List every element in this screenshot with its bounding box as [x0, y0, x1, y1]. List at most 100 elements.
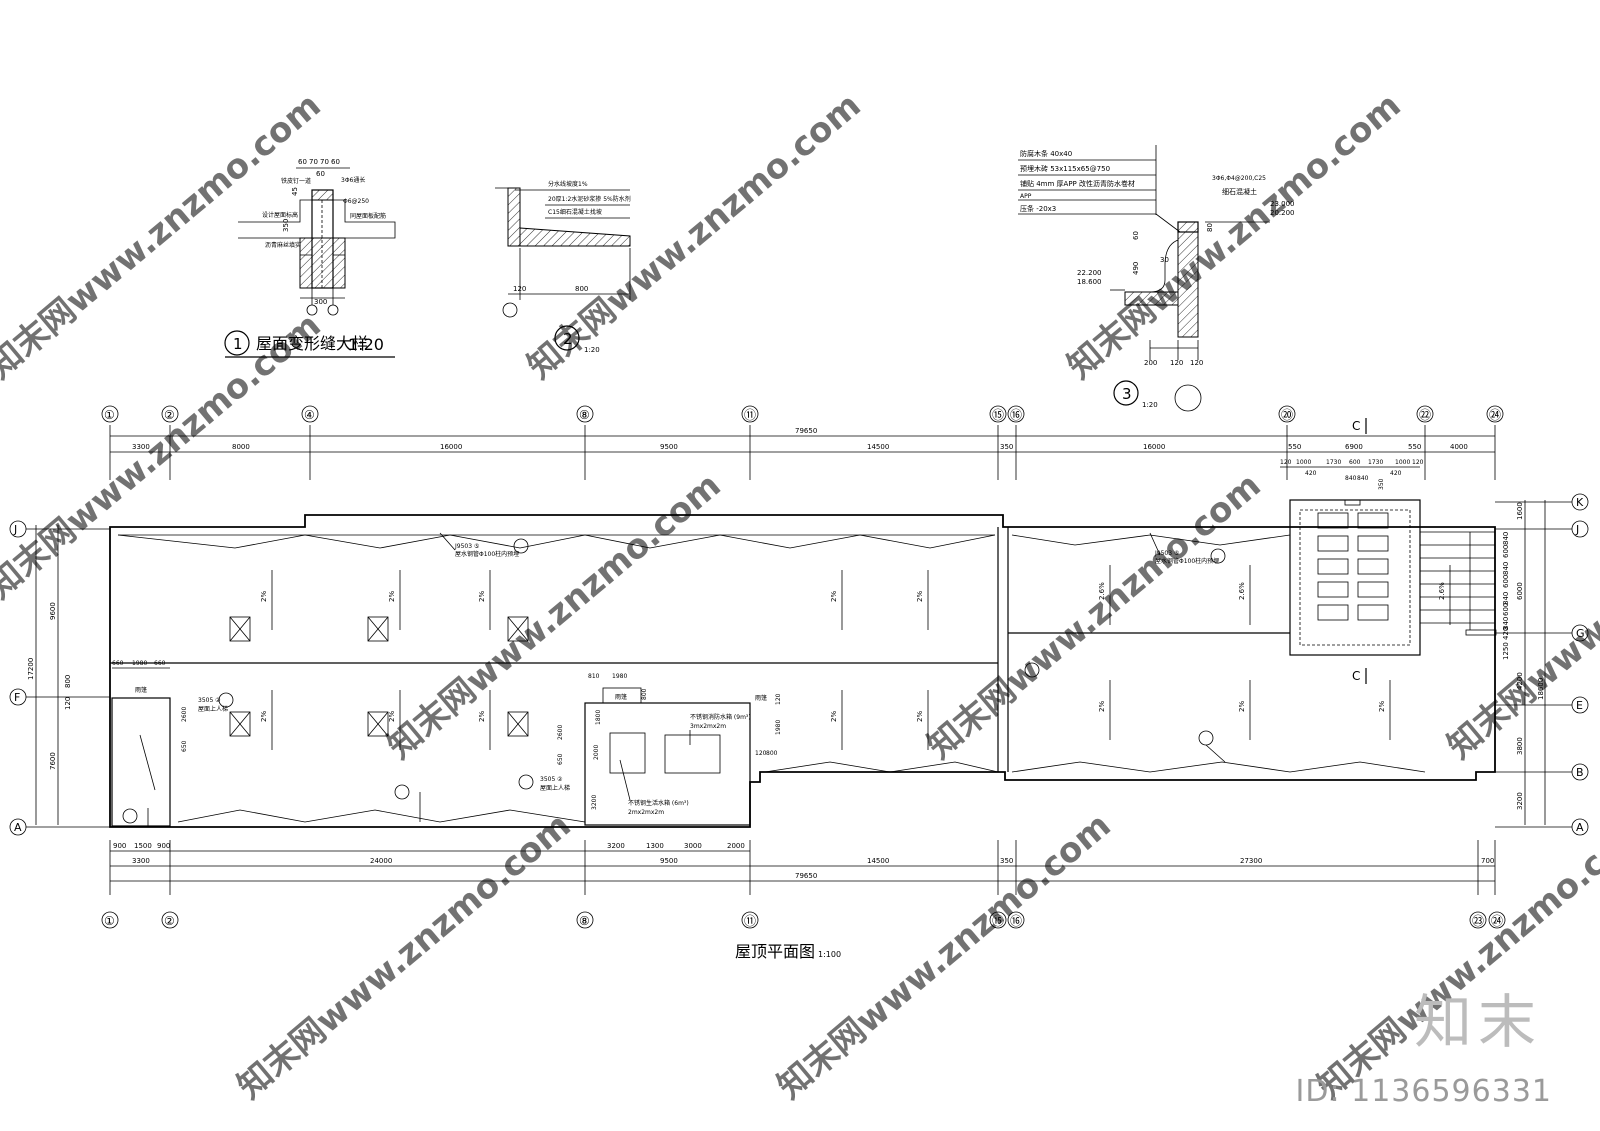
lr-dim-1: 660: [112, 660, 124, 667]
grid-top-8: ⑧: [579, 408, 590, 422]
d2-note-1: 分水线坡度1%: [548, 180, 588, 188]
dim-top-9: 6900: [1345, 443, 1363, 451]
dim-right-12: 4200: [1516, 672, 1524, 690]
lr-room-label: 雨篷: [135, 686, 147, 694]
detail-3: 防腐木条 40x40 预埋木砖 53x115x65@750 铺贴 4mm 厚AP…: [1018, 145, 1295, 412]
dim-ts2-4: 420: [1390, 470, 1402, 477]
grid-top-20: ⑳: [1281, 408, 1293, 422]
dim-left-4: 120: [64, 697, 72, 710]
fire-tank-label: 不锈钢消防水箱 (9m³): [690, 713, 751, 721]
dim-bs-7: 2000: [727, 842, 745, 850]
callout-j9503-left: J9503 ⑤: [454, 543, 479, 550]
tk-dim-1: 810: [588, 673, 600, 680]
dim-bs-2: 1500: [134, 842, 152, 850]
tk-room-label-2: 雨篷: [755, 694, 767, 702]
d1-note-3: Φ6@250: [343, 198, 369, 205]
brand-logo-text: 知末: [1413, 988, 1542, 1056]
dim-ts2-3: 840: [1357, 475, 1369, 482]
grid-top-2: ②: [164, 408, 175, 422]
grid-left-A: A: [14, 821, 22, 834]
dim-bottom-4: 14500: [867, 857, 889, 865]
dim-top-8: 550: [1288, 443, 1301, 451]
grid-right-A: A: [1576, 821, 1584, 834]
dim-right-10: 6000: [1516, 582, 1524, 600]
d3-level-1: 23.000: [1270, 200, 1295, 208]
d3-dim-d: 80: [1206, 223, 1214, 232]
stair-shaft-right: [1289, 499, 1421, 656]
slope-3: 2%: [478, 591, 486, 602]
watermark-4: 知末网www.znzmo.com: [0, 305, 329, 607]
d2-note-2: 20厚1:2水泥砂浆掺 5%防水剂: [548, 195, 631, 203]
slope-12: 2%: [830, 711, 838, 722]
parapet-section-2: [507, 187, 521, 247]
dim-bottom-2: 24000: [370, 857, 392, 865]
d1-dim-d: 60: [331, 158, 340, 166]
dim-ts2-1: 420: [1305, 470, 1317, 477]
slope-8: 2.6%: [1438, 582, 1446, 600]
dim-bs-4: 3200: [607, 842, 625, 850]
tk-dim-2: 1980: [612, 673, 627, 680]
d3-dim-a: 60: [1132, 231, 1140, 240]
dim-right-14: 3200: [1516, 792, 1524, 810]
d2-number: 2: [563, 330, 573, 348]
detail-2: 分水线坡度1% 20厚1:2水泥砂浆掺 5%防水剂 C15细石混凝土找坡 120…: [495, 180, 631, 354]
d3-note-7: 细石混凝土: [1222, 187, 1257, 196]
dim-top-4: 9500: [660, 443, 678, 451]
roof-outline-left: [109, 514, 1496, 828]
d3-note-5: 压条 -20x3: [1020, 204, 1056, 213]
dim-top-11: 4000: [1450, 443, 1468, 451]
section-mark-bottom: C: [1352, 669, 1360, 683]
d2-number-circle: [554, 325, 580, 351]
d3-note-6: 3Φ6,Φ4@200,C25: [1212, 175, 1266, 182]
stair-windows: [1317, 512, 1389, 621]
d3-dim-g: 120: [1190, 359, 1203, 367]
d3-note-2: 预埋木砖 53x115x65@750: [1020, 164, 1110, 173]
d3-note-4: APP: [1020, 193, 1032, 200]
grid-right-J: J: [1575, 523, 1579, 536]
lr-callout-note: 屋面上人梯: [198, 705, 228, 713]
dim-ts-7: 120: [1412, 459, 1424, 466]
tk-dim-5: 1800: [595, 710, 602, 725]
slope-16: 2%: [1378, 701, 1386, 712]
d1-title: 屋面变形缝大样: [256, 334, 368, 353]
d3-dim-f: 120: [1170, 359, 1183, 367]
plan-scale: 1:100: [818, 950, 841, 959]
d1-dim-h: 300: [314, 298, 327, 306]
d3-number-circle: [1113, 380, 1139, 406]
watermark-10: 知末网www.znzmo.com: [1310, 805, 1600, 1107]
dim-ts-2: 1000: [1296, 459, 1311, 466]
dim-ts-6: 1000: [1395, 459, 1410, 466]
lr-callout: 3505 ②: [198, 697, 221, 704]
dim-bottom-1: 3300: [132, 857, 150, 865]
slope-11: 2%: [478, 711, 486, 722]
slope-4: 2%: [830, 591, 838, 602]
d1-dim-g: 45: [291, 187, 299, 196]
d3-scale: 1:20: [1142, 401, 1158, 409]
lr-dim-5: 650: [181, 740, 188, 752]
d3-dim-c: 30: [1160, 256, 1169, 264]
dim-right-2: 840: [1502, 532, 1510, 545]
d3-note-1: 防腐木条 40x40: [1020, 149, 1072, 158]
d1-note-1: 铁皮钉一道: [281, 177, 311, 185]
dim-ts-3: 1730: [1326, 459, 1341, 466]
dim-right-total: 18600: [1537, 678, 1545, 700]
d2-scale: 1:20: [584, 346, 600, 354]
slab-section-2: [519, 227, 631, 247]
fire-tank: [664, 734, 721, 774]
grid-left-F: F: [14, 691, 20, 704]
roof-vents: [229, 616, 529, 737]
grid-bottom-2: ②: [164, 914, 175, 928]
wall-section-1: [299, 237, 346, 289]
d3-level-3: 22.200: [1077, 269, 1102, 277]
dim-top-total: 79650: [795, 427, 817, 435]
plan-title: 屋顶平面图: [735, 942, 815, 961]
tk-dim-10: 3200: [591, 795, 598, 810]
d1-dim-f: 350: [282, 219, 290, 232]
lr-dim-3: 660: [154, 660, 166, 667]
callout-j9503-right: J9503 ⑤: [1154, 550, 1179, 557]
dim-top-2: 8000: [232, 443, 250, 451]
d3-dim-e: 200: [1144, 359, 1157, 367]
grid-bottom-1: ①: [104, 914, 115, 928]
tk-dim-8: 2000: [593, 745, 600, 760]
